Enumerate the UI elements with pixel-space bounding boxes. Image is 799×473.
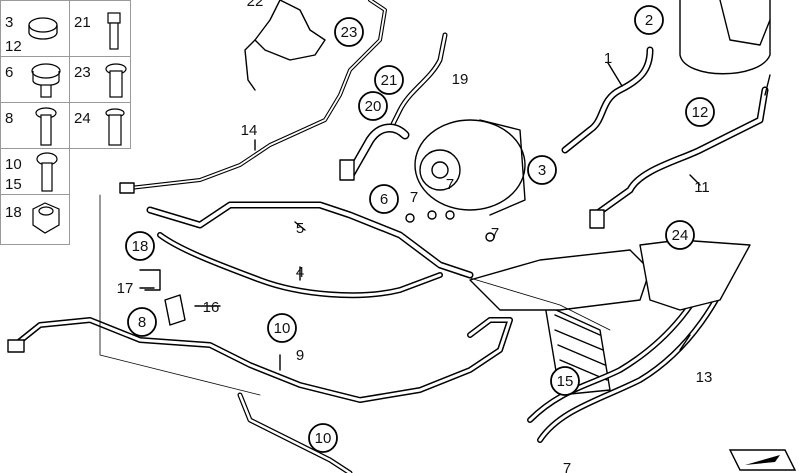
legend-cell-6: 6 (0, 56, 70, 103)
bolt-24-icon (105, 108, 125, 146)
bracket-16 (164, 294, 186, 326)
direction-arrow-icon (728, 449, 797, 471)
callout-20: 20 (365, 98, 382, 115)
legend-label-23: 23 (74, 64, 91, 81)
callout-6: 6 (380, 191, 388, 208)
callout-1: 1 (604, 50, 612, 67)
nut-18-icon (32, 202, 60, 234)
line-19-inner (388, 33, 447, 132)
callout-10b: 10 (315, 430, 332, 447)
bolt-10-icon (36, 152, 58, 192)
callout-4: 4 (296, 264, 304, 281)
callout-24: 24 (672, 227, 689, 244)
legend-cell-8: 8 (0, 102, 70, 149)
callout-7b: 7 (446, 176, 454, 193)
legend-cell-24: 24 (69, 102, 131, 149)
callout-5: 5 (296, 220, 304, 237)
legend-label-18: 18 (5, 204, 22, 221)
hose-11-inner (593, 88, 767, 217)
callout-22: 22 (247, 0, 264, 10)
legend-label-12: 12 (5, 38, 22, 55)
reservoir (679, 0, 771, 75)
legend-label-3: 3 (5, 14, 14, 31)
legend-label-21: 21 (74, 14, 91, 31)
callout-18: 18 (132, 238, 149, 255)
callout-14: 14 (241, 122, 258, 139)
line-9 (12, 317, 513, 403)
pump (414, 119, 526, 211)
callout-7a: 7 (410, 189, 418, 206)
legend-label-15: 15 (5, 176, 22, 193)
reservoir-bracket (719, 0, 771, 46)
callout-13: 13 (696, 369, 713, 386)
callout-10a: 10 (274, 320, 291, 337)
bracket-22 (254, 0, 326, 61)
callout-23: 23 (341, 24, 358, 41)
legend-cell-23: 23 (69, 56, 131, 103)
line-14-inner (129, 0, 386, 189)
bolt-8-icon (35, 107, 57, 146)
line-9-drop-inner (238, 393, 352, 473)
callout-19: 19 (452, 71, 469, 88)
legend-label-24: 24 (74, 110, 91, 127)
callout-12: 12 (692, 104, 709, 121)
bolt-21-icon (107, 12, 121, 50)
legend-cell-clamp: 3 12 (0, 0, 70, 57)
legend-cell-21: 21 (69, 0, 131, 57)
rack-body (469, 249, 651, 311)
line-9-inner (13, 318, 512, 402)
legend-cell-10-15: 10 15 (0, 148, 70, 195)
legend-label-6: 6 (5, 64, 14, 81)
callout-21: 21 (381, 72, 398, 89)
callout-16: 16 (203, 299, 220, 316)
bolt-23-icon (105, 63, 127, 98)
callout-11: 11 (694, 179, 710, 196)
legend-label-8: 8 (5, 110, 14, 127)
banjo-bolt-6-icon (31, 63, 61, 98)
callout-7d: 7 (563, 460, 571, 473)
callout-9: 9 (296, 347, 304, 364)
hose-clamp-icon (28, 17, 58, 40)
bracket-24 (639, 239, 751, 311)
hose-20-inner (347, 125, 408, 178)
callout-15: 15 (557, 373, 574, 390)
bracket-22-tab (244, 39, 256, 91)
callout-3: 3 (538, 162, 546, 179)
callout-2: 2 (645, 12, 653, 29)
line-4-inner (158, 233, 442, 297)
callout-7c: 7 (491, 225, 499, 242)
callout-17: 17 (117, 280, 134, 297)
hose-1-inner (563, 48, 652, 152)
line-5 (146, 201, 474, 279)
hose-11-b (764, 74, 771, 96)
line-5-inner (148, 203, 472, 277)
small-parts-legend: 3 12 21 6 23 (0, 0, 131, 245)
legend-cell-18: 18 (0, 194, 70, 245)
callout-8: 8 (138, 314, 146, 331)
bracket-17 (139, 269, 161, 291)
legend-label-10: 10 (5, 156, 22, 173)
